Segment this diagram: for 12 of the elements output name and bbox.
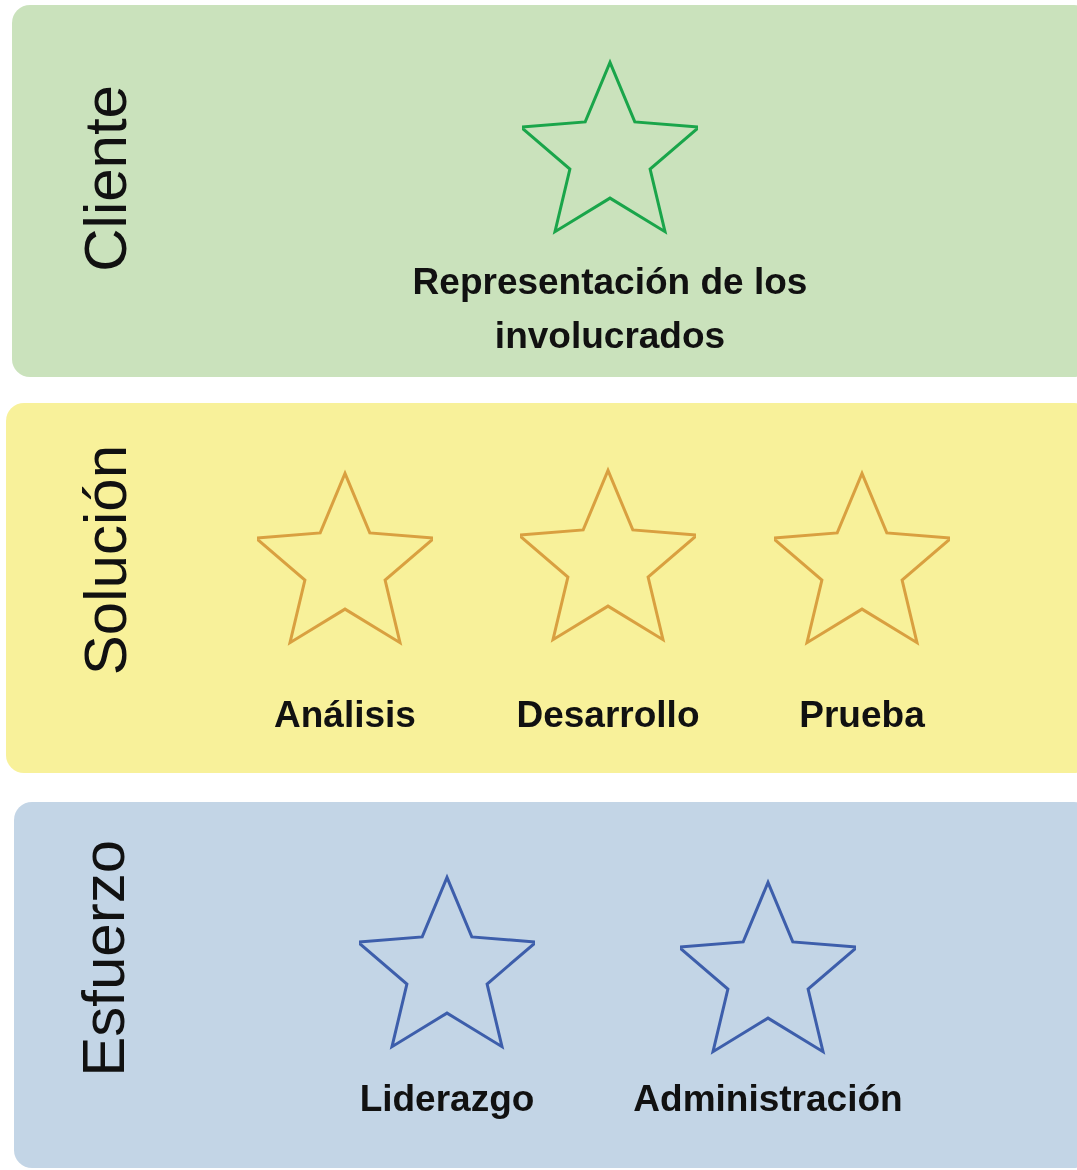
band-heading: Solución (76, 445, 136, 676)
band-panel (6, 403, 1077, 773)
star-caption: Administración (632, 1077, 904, 1121)
star-caption: Desarrollo (515, 693, 701, 737)
star-caption: Prueba (798, 693, 926, 737)
band-heading: Cliente (76, 85, 136, 272)
band-heading: Esfuerzo (74, 840, 134, 1077)
band-panel (14, 802, 1077, 1168)
star-caption: Representación de los involucrados (411, 260, 809, 358)
band-panel (12, 5, 1077, 377)
star-caption: Análisis (273, 693, 417, 737)
star-caption: Liderazgo (358, 1077, 536, 1121)
